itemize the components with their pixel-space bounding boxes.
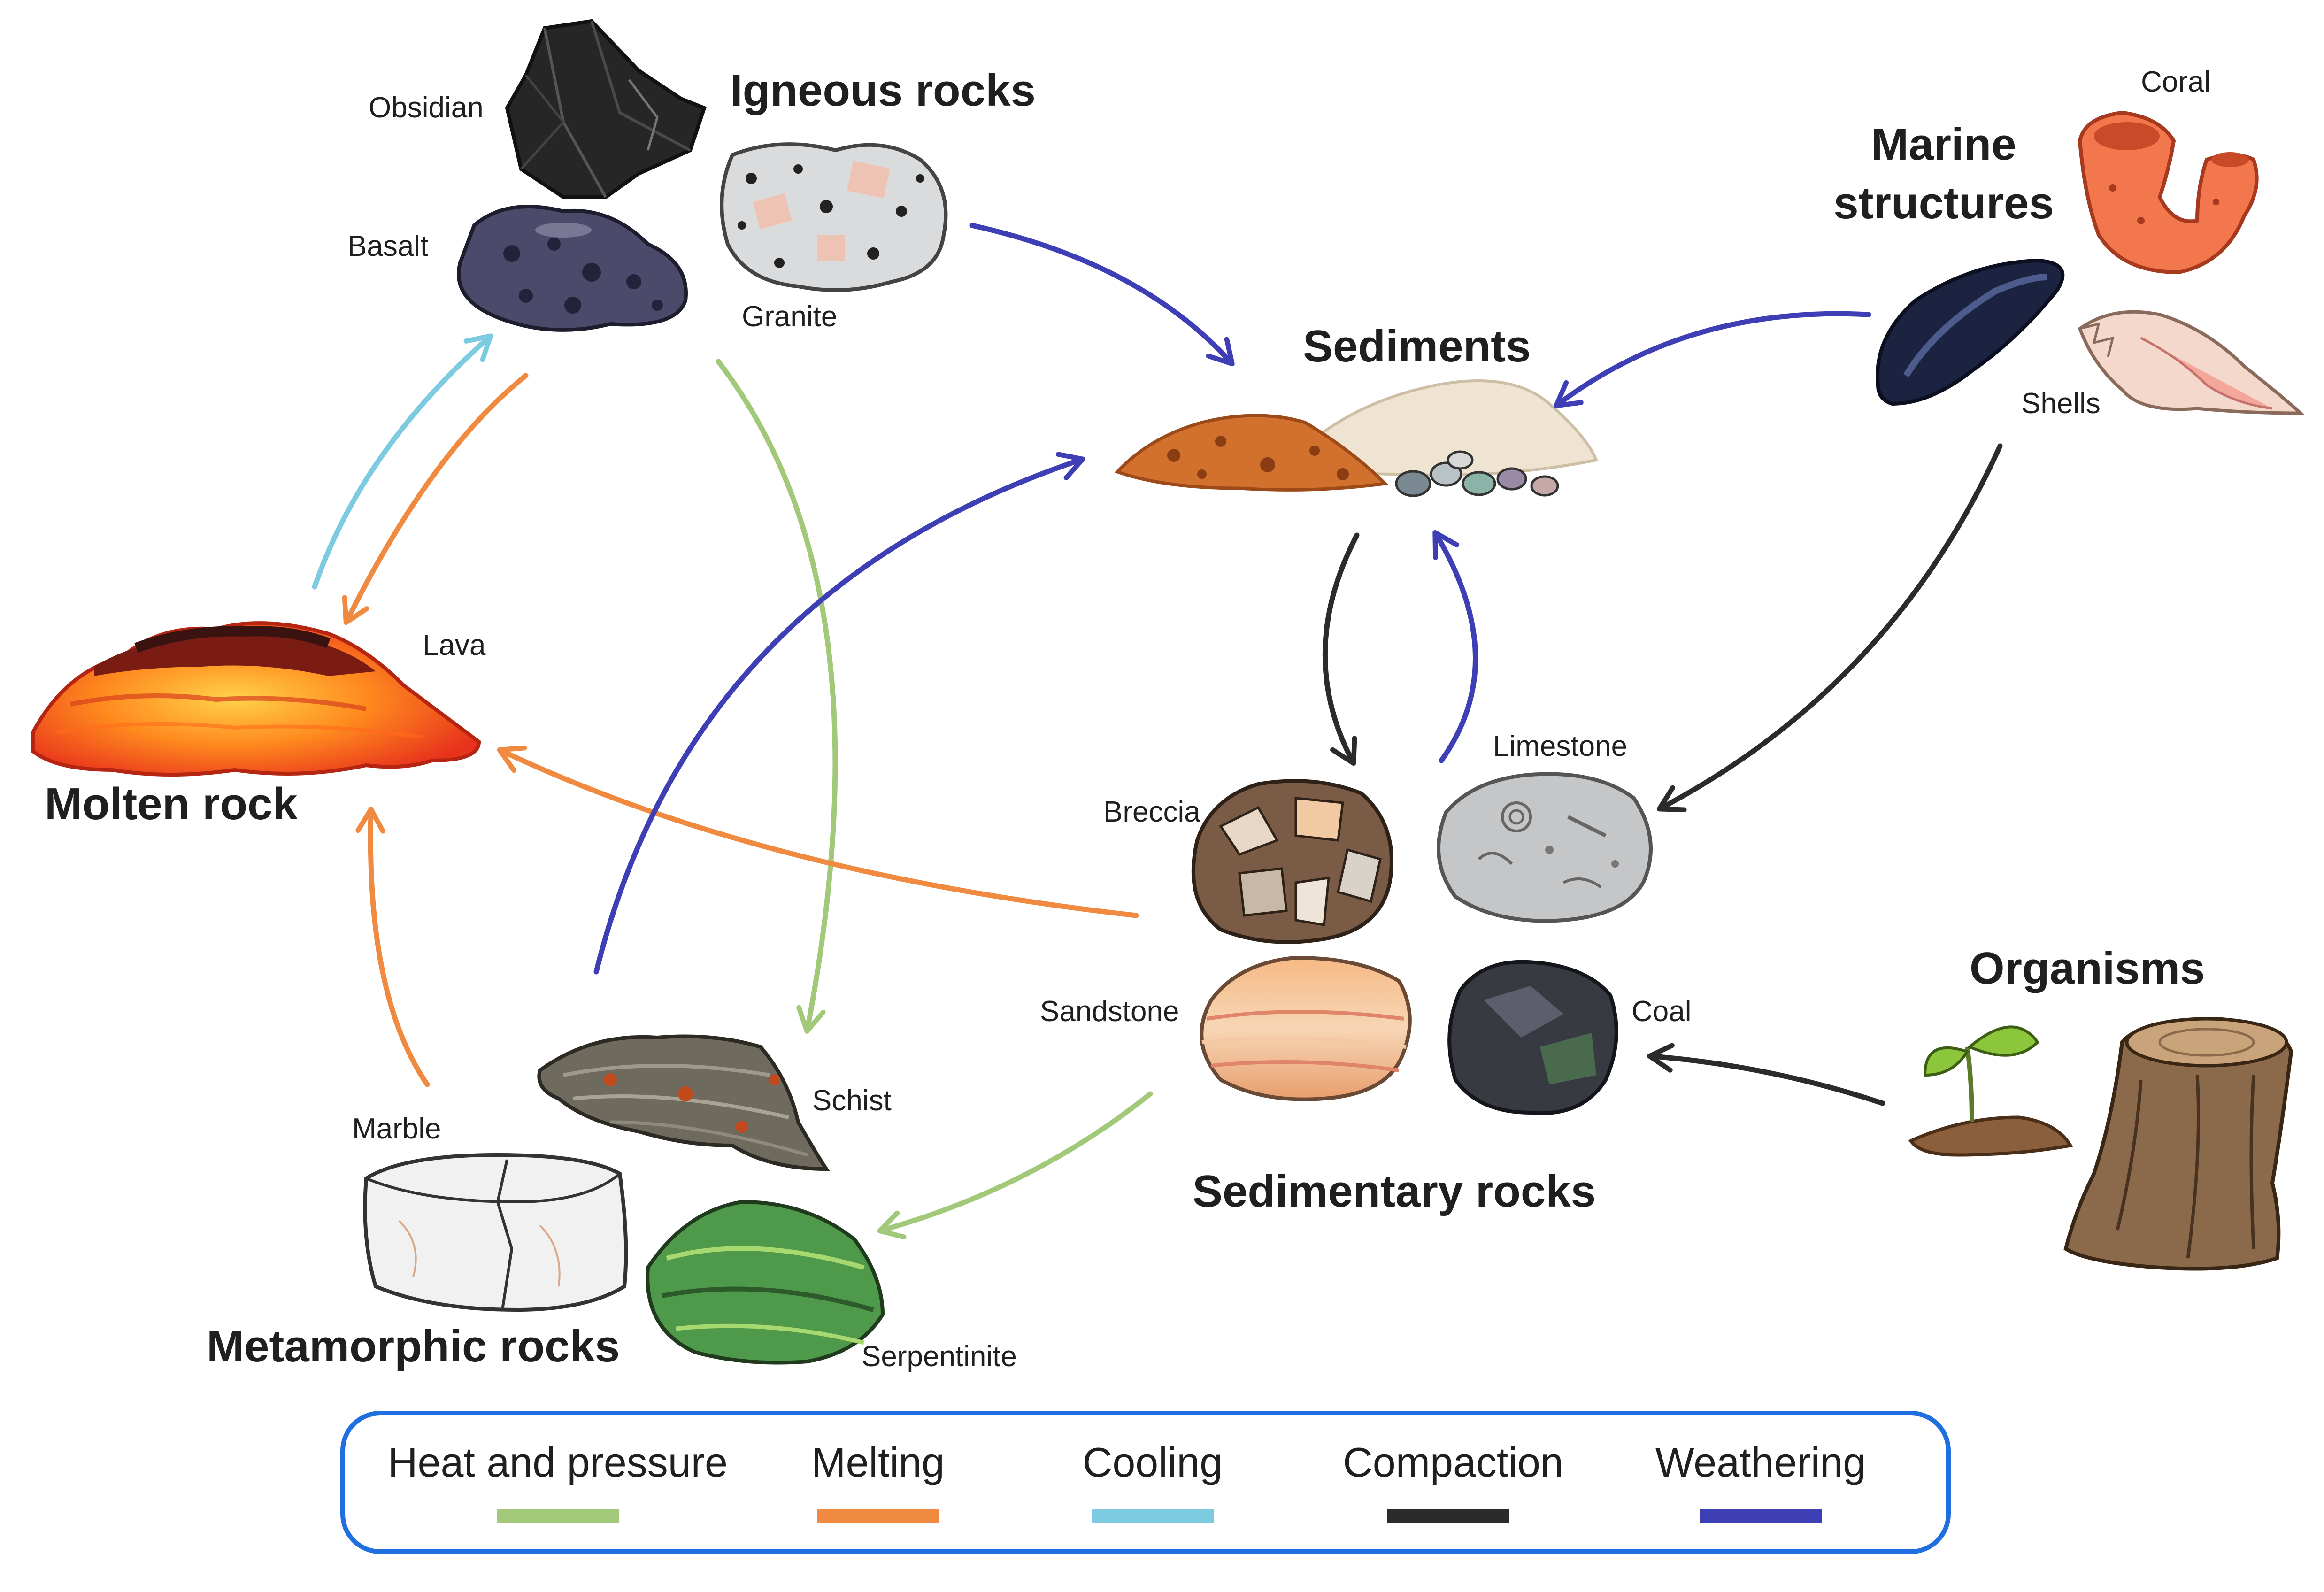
schist-illustration — [537, 1034, 830, 1171]
sediments-illustration — [1114, 379, 1599, 497]
coal-illustration — [1447, 960, 1618, 1115]
marine-structures-title-line1: Marine — [1871, 119, 2016, 169]
limestone-label: Limestone — [1493, 730, 1627, 762]
legend-swatch-weathering — [1700, 1509, 1822, 1523]
serpentinite-illustration — [646, 1200, 885, 1365]
legend: Heat and pressure Melting Cooling Compac… — [340, 1411, 1951, 1554]
marble-illustration — [363, 1153, 628, 1312]
legend-label-compaction: Compaction — [1343, 1439, 1563, 1485]
legend-label-cooling: Cooling — [1083, 1439, 1223, 1485]
basalt-label: Basalt — [347, 230, 428, 262]
sediments-title: Sediments — [1303, 321, 1531, 371]
marine-structures-title-line2: structures — [1833, 178, 2054, 228]
breccia-illustration — [1191, 779, 1393, 944]
arrow-sedimentary-to-molten — [497, 745, 1139, 918]
arrow-organisms-to-sedimentary — [1647, 1043, 1885, 1106]
sprout-illustration — [1908, 1025, 2073, 1157]
granite-label: Granite — [742, 300, 837, 333]
serpentinite-label: Serpentinite — [862, 1340, 1017, 1373]
schist-label: Schist — [812, 1084, 892, 1117]
organisms-title: Organisms — [1970, 943, 2205, 993]
legend-frame — [340, 1411, 1951, 1554]
arrow-metamorphic-to-sediments — [593, 452, 1085, 975]
arrow-sediments-to-sedimentary — [1322, 532, 1360, 766]
basalt-illustration — [456, 205, 688, 332]
obsidian-label: Obsidian — [369, 92, 484, 124]
conch-shell-illustration — [2078, 310, 2305, 415]
coal-label: Coal — [1631, 995, 1692, 1028]
molten-rock-title: Molten rock — [45, 779, 298, 829]
arrow-igneous-to-metamorphic — [716, 359, 838, 1034]
arrow-sedimentary-to-metamorphic — [877, 1091, 1153, 1239]
arrow-sedimentary-to-sediments — [1432, 530, 1478, 763]
sandstone-label: Sandstone — [1040, 995, 1179, 1028]
limestone-illustration — [1437, 772, 1653, 923]
legend-label-heat-pressure: Heat and pressure — [388, 1439, 728, 1485]
marble-label: Marble — [352, 1113, 441, 1145]
sedimentary-rocks-title: Sedimentary rocks — [1193, 1166, 1596, 1216]
obsidian-illustration — [505, 19, 707, 199]
coral-illustration — [2078, 110, 2259, 275]
mussel-shell-illustration — [1876, 258, 2065, 406]
arrow-marine-to-sedimentary — [1656, 443, 2003, 813]
granite-illustration — [720, 142, 948, 292]
lava-illustration — [31, 621, 481, 777]
legend-swatch-cooling — [1092, 1509, 1214, 1523]
legend-swatch-heat-pressure — [497, 1509, 619, 1523]
coral-label: Coral — [2141, 66, 2210, 98]
tree-stump-illustration — [2063, 1016, 2293, 1271]
legend-label-weathering: Weathering — [1655, 1439, 1866, 1485]
arrow-molten-to-igneous — [312, 333, 493, 590]
lava-label: Lava — [423, 629, 486, 661]
arrow-igneous-to-sediments — [969, 223, 1235, 367]
legend-label-melting: Melting — [811, 1439, 945, 1485]
shells-label: Shells — [2021, 387, 2101, 420]
arrow-metamorphic-to-molten — [355, 807, 430, 1087]
legend-swatch-compaction — [1387, 1509, 1509, 1523]
arrow-igneous-to-molten — [342, 373, 529, 625]
arrow-marine-to-sediments — [1554, 311, 1871, 408]
metamorphic-rocks-title: Metamorphic rocks — [207, 1321, 620, 1371]
legend-swatch-melting — [817, 1509, 939, 1523]
igneous-rocks-title: Igneous rocks — [730, 65, 1036, 115]
breccia-label: Breccia — [1103, 796, 1200, 828]
sandstone-illustration — [1200, 955, 1412, 1101]
